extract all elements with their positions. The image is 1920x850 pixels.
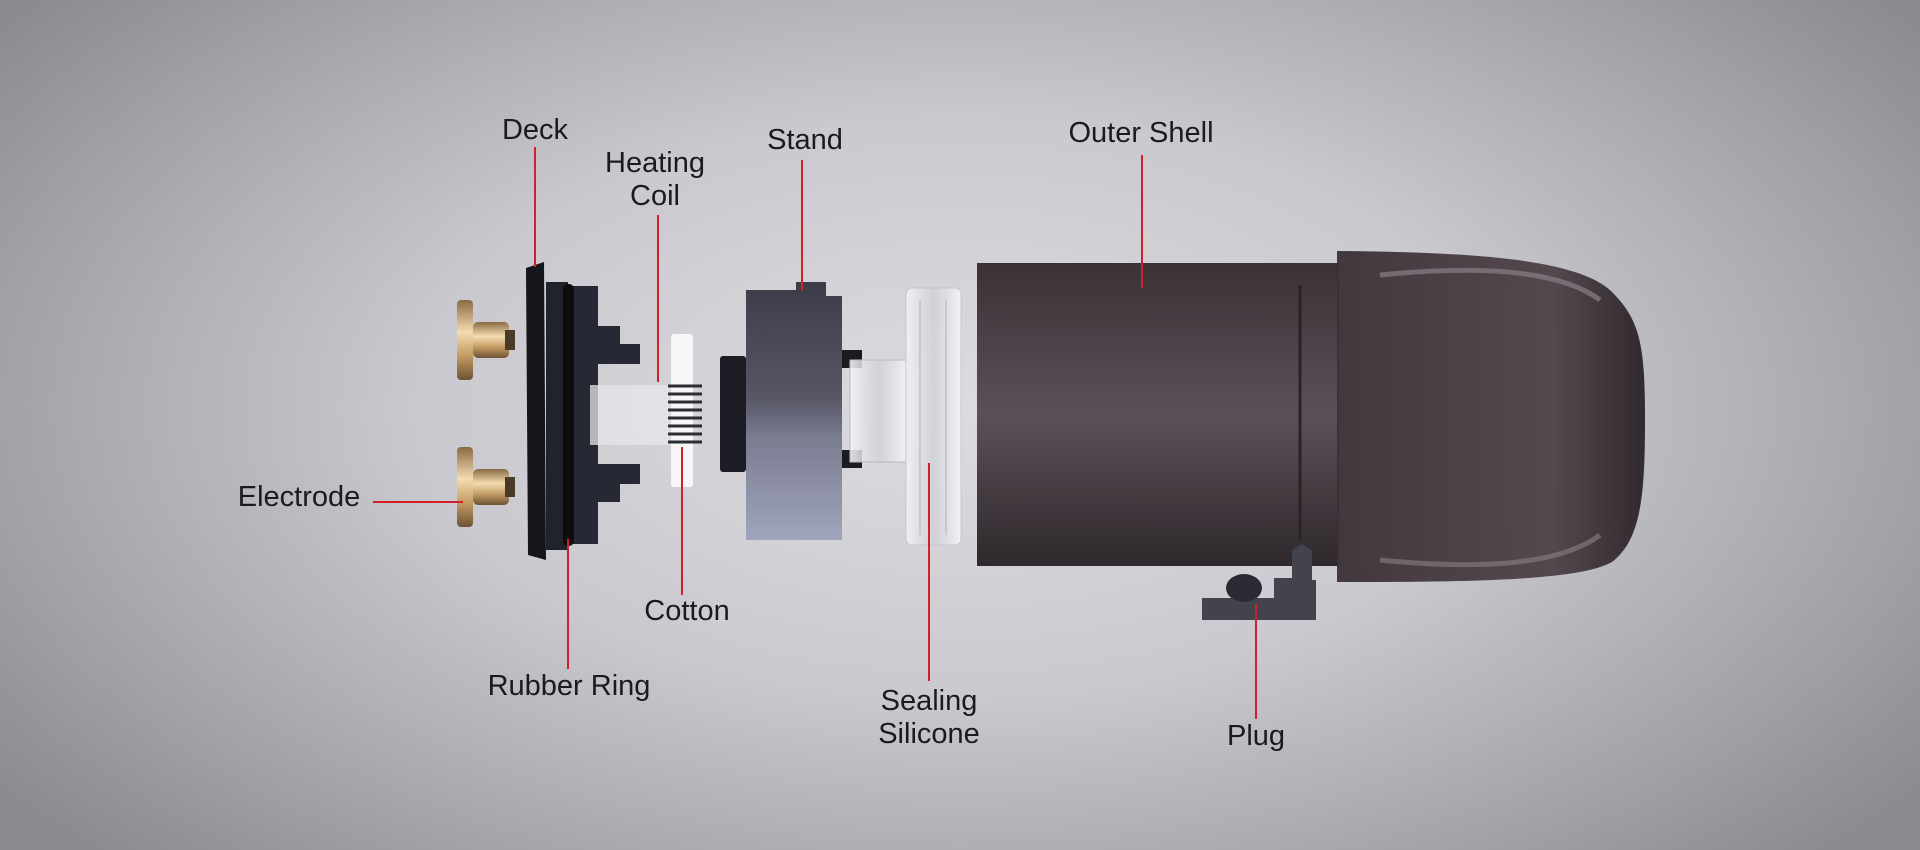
label-heating-coil-line1: Heating xyxy=(605,147,705,179)
rubber-ring xyxy=(563,284,574,546)
label-sealing-silicone-line1: Sealing xyxy=(880,685,978,717)
label-stand: Stand xyxy=(767,124,843,156)
plug xyxy=(1202,544,1316,620)
label-sealing-silicone-line2: Silicone xyxy=(878,718,980,750)
deck xyxy=(526,262,670,560)
label-electrode: Electrode xyxy=(237,481,361,513)
leader-lines xyxy=(373,147,1257,719)
sealing-silicone xyxy=(849,287,962,546)
label-heating-coil-line2: Coil xyxy=(630,180,680,212)
electrode-top xyxy=(457,300,515,380)
label-rubber-ring: Rubber Ring xyxy=(487,670,651,702)
outer-shell xyxy=(977,251,1645,582)
label-heating-coil: Heating Coil xyxy=(605,147,705,213)
label-deck: Deck xyxy=(501,114,569,146)
label-sealing-silicone: Sealing Silicone xyxy=(878,685,980,751)
label-outer-shell: Outer Shell xyxy=(1068,117,1214,149)
heating-coil xyxy=(668,384,702,444)
label-plug: Plug xyxy=(1226,720,1286,752)
label-cotton: Cotton xyxy=(644,595,730,627)
electrode-bottom xyxy=(457,447,515,527)
stand xyxy=(720,282,862,540)
